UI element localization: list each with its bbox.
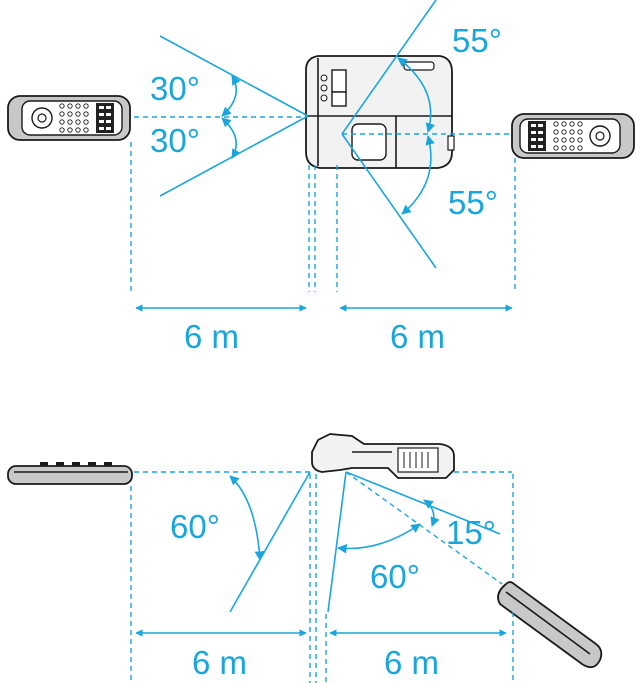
- bottom-section: 60° 15° 60° 6 m 6 m: [7, 433, 603, 683]
- angle-label-upper-right: 55°: [452, 22, 502, 59]
- distance-label-top-right: 6 m: [390, 318, 445, 355]
- angle-label-lower-right: 55°: [448, 184, 498, 221]
- angle-label-right-large: 60°: [370, 558, 420, 595]
- distance-label-bottom-left: 6 m: [192, 644, 247, 681]
- remote-control-side-left-icon: [7, 462, 133, 485]
- angle-label-upper-left: 30°: [150, 70, 200, 107]
- remote-control-left-icon: [7, 95, 131, 141]
- distance-label-top-left: 6 m: [184, 318, 239, 355]
- distance-label-bottom-right: 6 m: [384, 644, 439, 681]
- angle-label-right-small: 15°: [446, 514, 496, 551]
- angle-label-left: 60°: [170, 508, 220, 545]
- top-section: 30° 30° 55° 55° 6 m 6 m: [7, 0, 635, 355]
- angle-label-lower-left: 30°: [150, 122, 200, 159]
- projector-top-view-icon: [305, 55, 455, 169]
- remote-control-angled-icon: [497, 581, 603, 669]
- projector-side-view-icon: [311, 433, 455, 479]
- remote-control-right-icon: [511, 113, 635, 159]
